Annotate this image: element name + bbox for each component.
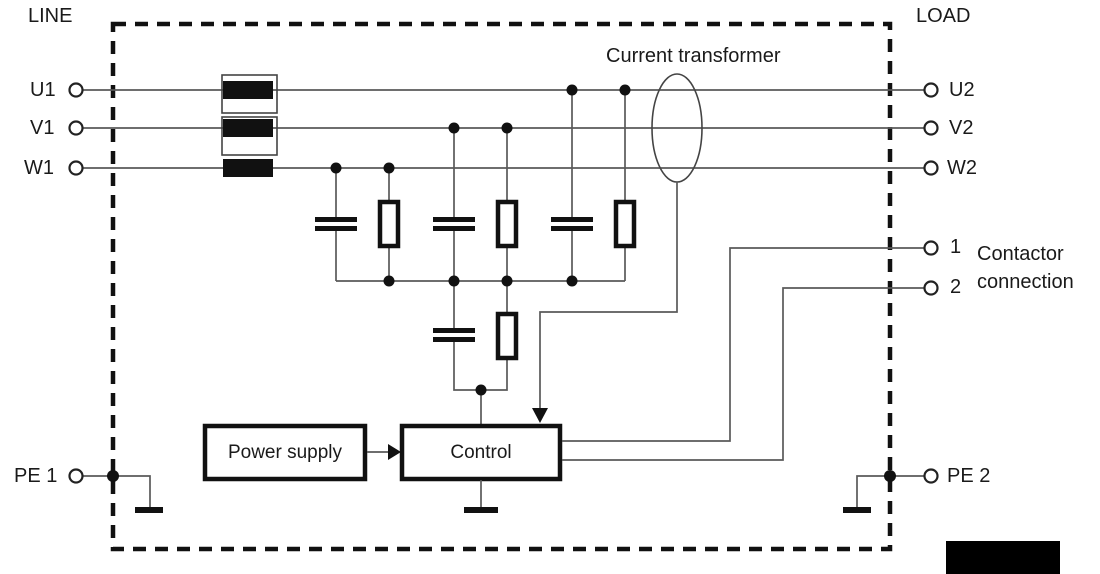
terminal-contactor1-icon (923, 240, 939, 256)
contactor-connection-label-line2: connection (977, 271, 1074, 293)
power-supply-box (202, 423, 368, 482)
terminal-u1-icon (68, 82, 84, 98)
pe1-label: PE 1 (14, 465, 58, 487)
pe1-wire (82, 475, 151, 507)
power-supply-label: Power supply (227, 441, 343, 463)
terminal-label-w2: W2 (947, 157, 977, 179)
capacitor3-icon (551, 217, 593, 222)
ps-arrowhead-icon (388, 444, 401, 460)
terminal-pe1-icon (68, 468, 84, 484)
contactor-terminal2-label: 2 (950, 276, 962, 298)
contactor-wire-1 (562, 247, 925, 442)
terminal-contactor2-icon (923, 280, 939, 296)
junction-dot (566, 275, 578, 287)
terminal-v1-icon (68, 120, 84, 136)
ct-signal-wire (539, 182, 678, 410)
ct-arrowhead-icon (532, 408, 548, 423)
junction-dot (475, 384, 487, 396)
junction-dot (619, 84, 631, 96)
terminals (68, 82, 939, 484)
junction-dot (383, 162, 395, 174)
junction-dot (330, 162, 342, 174)
terminal-label-w1: W1 (24, 157, 54, 179)
terminal-label-u1: U1 (30, 79, 56, 101)
control-box (399, 423, 563, 482)
fuse-outline-2 (221, 116, 278, 156)
pe2-label: PE 2 (947, 465, 991, 487)
line-side-label: LINE (28, 5, 73, 27)
fuse-v-icon (223, 119, 273, 137)
fuse-w-icon (223, 159, 273, 177)
junction-dot (566, 84, 578, 96)
capacitor4-icon (433, 337, 475, 342)
pe1-ground-icon (135, 507, 163, 513)
terminal-w2-icon (923, 160, 939, 176)
junction-dots (107, 84, 896, 482)
fuse-outline-1 (221, 74, 278, 114)
capacitor2-icon (433, 226, 475, 231)
terminal-w1-icon (68, 160, 84, 176)
junction-dot (448, 275, 460, 287)
logo-redaction-block (946, 541, 1060, 574)
capacitor1-icon (315, 226, 357, 231)
contactor-wire-2 (562, 287, 925, 461)
capacitor1-icon (315, 217, 357, 222)
junction-dot (501, 275, 513, 287)
terminal-label-u2: U2 (949, 79, 975, 101)
resistor3-icon (613, 199, 637, 249)
load-side-label: LOAD (916, 5, 971, 27)
control-ground-icon (464, 507, 498, 513)
resistor4-icon (495, 311, 519, 361)
thyristor-block-icon (221, 74, 278, 177)
control-label: Control (450, 441, 512, 463)
fuse-u-icon (223, 81, 273, 99)
pe2-wire (856, 475, 925, 507)
capacitor3-icon (551, 226, 593, 231)
terminal-u2-icon (923, 82, 939, 98)
terminal-label-v2: V2 (949, 117, 974, 139)
junction-dot (383, 275, 395, 287)
capacitors (315, 217, 593, 342)
junction-dot (448, 122, 460, 134)
terminal-label-v1: V1 (30, 117, 55, 139)
junction-dot (501, 122, 513, 134)
pe1-junction-dot (107, 470, 119, 482)
pe2-junction-dot (884, 470, 896, 482)
current-transformer-label: Current transformer (606, 45, 781, 67)
capacitor4-icon (433, 328, 475, 333)
terminal-pe2-icon (923, 468, 939, 484)
device-enclosure-dashed-border (110, 21, 893, 552)
resistor1-icon (377, 199, 401, 249)
snubber-wiring (335, 90, 626, 425)
resistor2-icon (495, 199, 519, 249)
contactor-connection-label-line1: Contactor (977, 243, 1064, 265)
contactor-terminal1-label: 1 (950, 236, 962, 258)
pe2-ground-icon (843, 507, 871, 513)
terminal-v2-icon (923, 120, 939, 136)
capacitor2-icon (433, 217, 475, 222)
resistors (377, 199, 637, 361)
